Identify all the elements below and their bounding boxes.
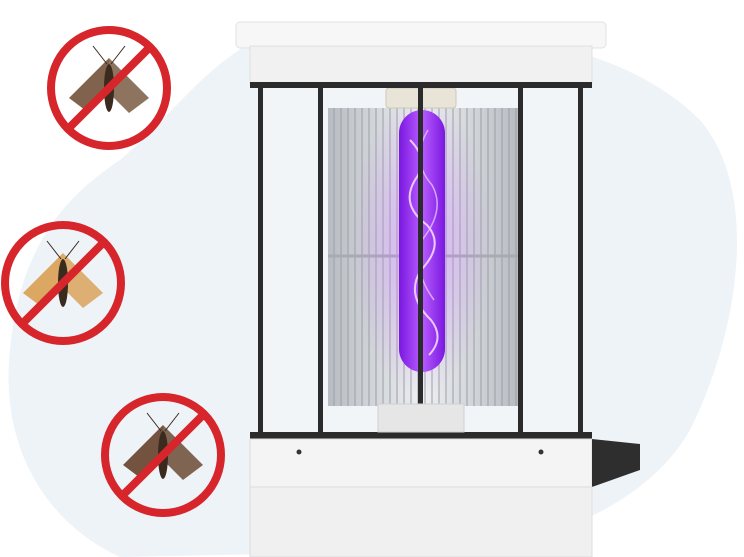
lamp-base <box>249 403 640 557</box>
lamp-frame <box>250 82 592 439</box>
prohibition-icon <box>1 221 125 345</box>
prohibition-icon <box>101 393 225 517</box>
prohibition-icon <box>47 26 171 150</box>
lamp-top-cap <box>235 21 607 85</box>
